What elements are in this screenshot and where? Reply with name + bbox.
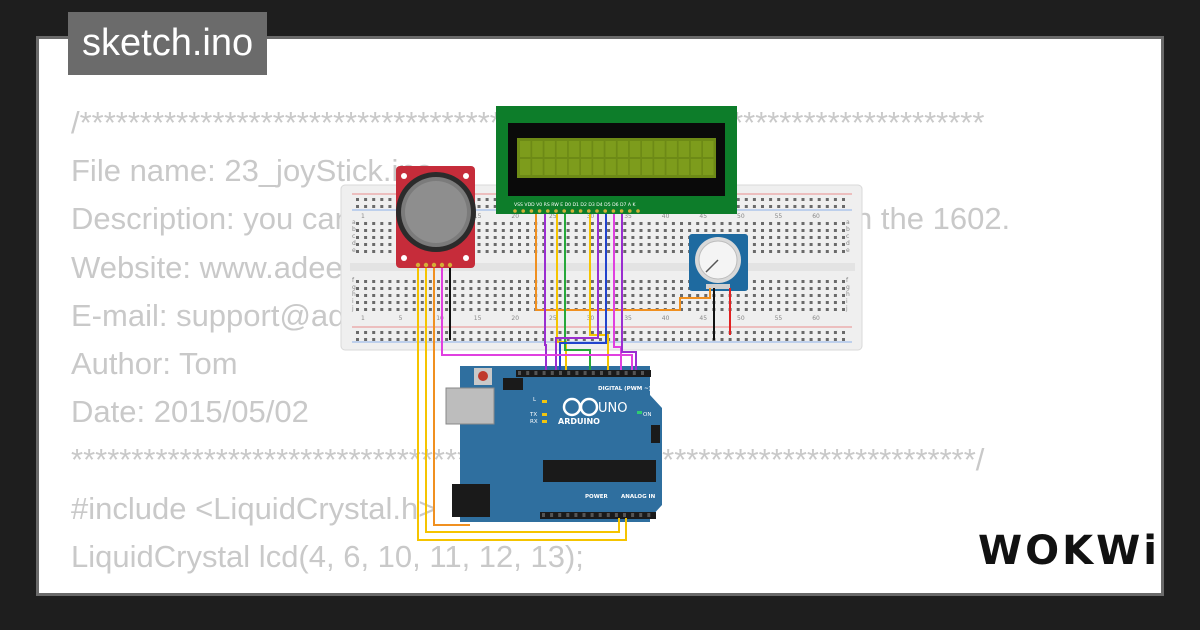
arduino-digital-header: DIGITAL (PWM ~) (598, 386, 652, 392)
breadboard-col-number: 50 (737, 315, 745, 322)
breadboard-col-number: 45 (699, 213, 707, 220)
breadboard-row-letter: a (846, 219, 850, 226)
arduino-tx-label: TX (529, 412, 537, 418)
breadboard-row-letter: c (846, 233, 849, 240)
breadboard-col-number: 25 (549, 213, 557, 220)
code-line: const int joystickXPin = A0; // define t… (71, 581, 1151, 593)
breadboard-col-number: 60 (812, 315, 820, 322)
breadboard-row-letter: e (846, 247, 850, 254)
breadboard-col-number: 15 (474, 315, 482, 322)
breadboard-row-letter: d (352, 240, 356, 247)
breadboard-row-letter: b (352, 226, 356, 233)
breadboard-row-letter: f (846, 277, 849, 284)
code-line: Date: 2015/05/02 (71, 394, 309, 430)
arduino-power-header: POWER (585, 494, 609, 500)
breadboard-row-letter: h (846, 291, 850, 298)
breadboard-row-letter: d (846, 240, 850, 247)
breadboard-col-number: 20 (511, 315, 519, 322)
breadboard-col-number: 25 (549, 315, 557, 322)
breadboard-row-letter: j (845, 305, 848, 312)
breadboard-col-number: 55 (775, 213, 783, 220)
lcd-1602: VSS VDD V0 RS RW E D0 D1 D2 D3 D4 D5 D6 … (496, 106, 737, 214)
arduino-analog-header: ANALOG IN (621, 494, 656, 500)
breadboard-row-letter: g (846, 284, 850, 291)
breadboard-row-letter: a (352, 219, 356, 226)
breadboard-row-letter: b (846, 226, 850, 233)
breadboard-col-number: 55 (775, 315, 783, 322)
breadboard-col-number: 35 (624, 315, 632, 322)
breadboard-col-number: 45 (699, 315, 707, 322)
potentiometer (689, 234, 748, 291)
arduino-rx-label: RX (530, 419, 538, 425)
breadboard-row-letter: i (846, 298, 848, 305)
breadboard-row-letter: c (352, 233, 355, 240)
breadboard-col-number: 1 (361, 315, 365, 322)
wokwi-logo: WOKWi (978, 528, 1160, 574)
arduino-model-label: UNO (598, 401, 627, 416)
arduino-on-label: ON (643, 412, 651, 418)
lcd-pin-labels: VSS VDD V0 RS RW E D0 D1 D2 D3 D4 D5 D6 … (514, 202, 637, 208)
code-line: Author: Tom (71, 345, 238, 381)
arduino-brand-label: ARDUINO (558, 417, 600, 426)
breadboard-row-letter: j (351, 305, 354, 312)
breadboard-col-number: 1 (361, 213, 365, 220)
breadboard-col-number: 10 (436, 315, 444, 322)
breadboard-row-letter: i (352, 298, 354, 305)
breadboard-col-number: 40 (662, 315, 670, 322)
breadboard-col-number: 5 (399, 315, 403, 322)
wires (417, 214, 731, 541)
file-tab[interactable]: sketch.ino (68, 12, 268, 75)
breadboard-col-number: 40 (662, 213, 670, 220)
breadboard-row-letter: g (352, 284, 356, 291)
breadboard-col-number: 20 (511, 213, 519, 220)
breadboard-col-number: 15 (474, 213, 482, 220)
arduino-l-label: L (533, 397, 537, 403)
breadboard-row-letter: h (352, 291, 356, 298)
arduino-uno: UNO ARDUINO DIGITAL (PWM ~) POWER ANALOG… (445, 366, 662, 522)
joystick-module (396, 166, 476, 268)
breadboard-col-number: 35 (624, 213, 632, 220)
breadboard-col-number: 60 (812, 213, 820, 220)
breadboard-row-letter: e (352, 247, 356, 254)
code-line: LiquidCrystal lcd(4, 6, 10, 11, 12, 13); (71, 538, 584, 574)
code-line: #include <LiquidCrystal.h> (71, 490, 437, 526)
breadboard-col-number: 50 (737, 213, 745, 220)
breadboard-row-letter: f (352, 277, 355, 284)
